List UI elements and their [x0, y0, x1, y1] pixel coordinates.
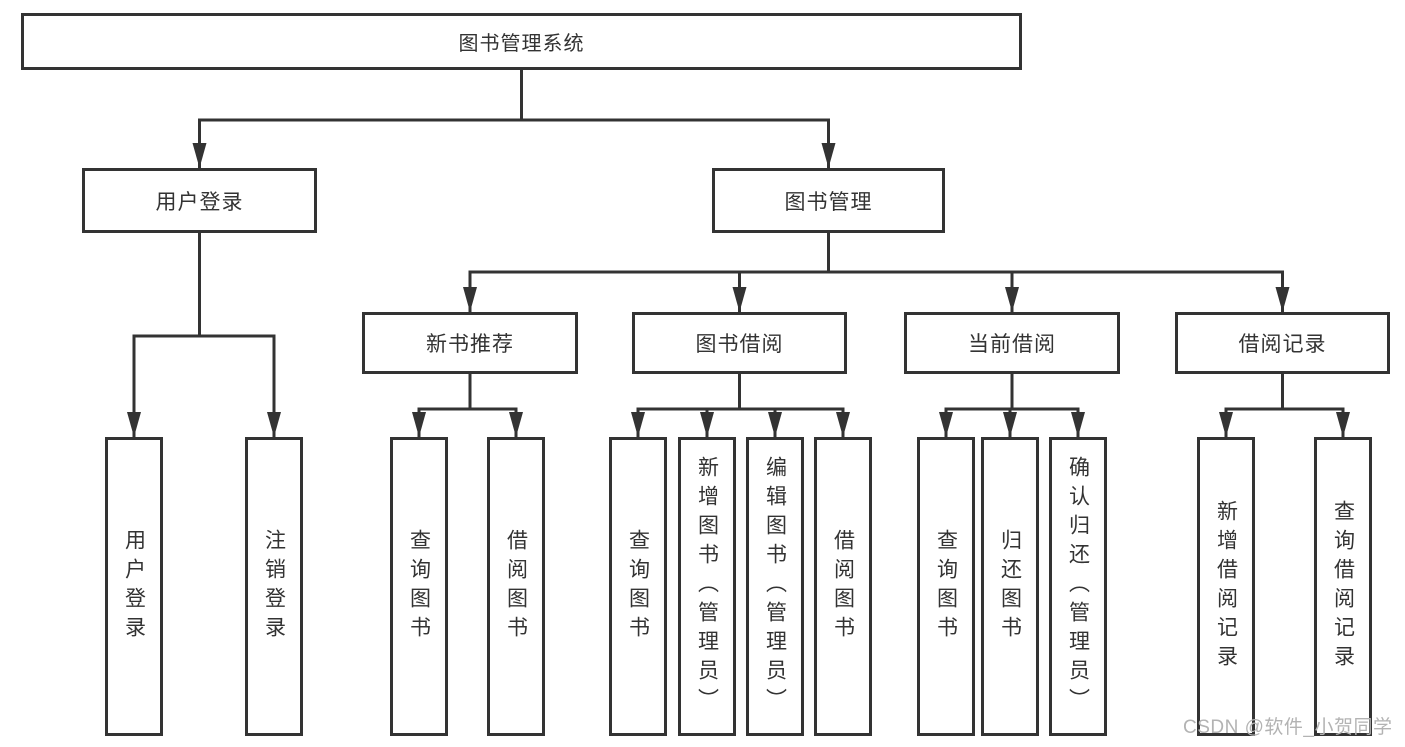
leaf-user-login: 用户登录	[105, 437, 163, 736]
connector-book-mgmt-children	[463, 231, 1290, 314]
connector-user-login-children	[127, 231, 281, 439]
leaf-edit-books-admin: 编辑图书（管理员）	[746, 437, 804, 736]
leaf-add-books-admin: 新增图书（管理员）	[678, 437, 736, 736]
leaf-query-books-current: 查询图书	[917, 437, 975, 736]
leaf-return-books: 归还图书	[981, 437, 1039, 736]
node-library-management-system: 图书管理系统	[21, 13, 1022, 70]
connector-new-book-rec-children	[412, 372, 523, 439]
node-label: 图书管理系统	[458, 33, 585, 55]
node-book-management: 图书管理	[712, 168, 945, 233]
leaf-label: 用户登录	[122, 528, 146, 645]
leaf-query-books-rec: 查询图书	[390, 437, 448, 736]
leaf-label: 查询图书	[407, 528, 431, 645]
leaf-borrow-books-rec: 借阅图书	[487, 437, 545, 736]
node-label: 新书推荐	[426, 333, 514, 356]
leaf-label: 确认归还（管理员）	[1066, 456, 1090, 717]
node-user-login: 用户登录	[82, 168, 317, 233]
leaf-label: 借阅图书	[831, 528, 855, 645]
leaf-label: 查询借阅记录	[1331, 499, 1355, 674]
leaf-logout: 注销登录	[245, 437, 303, 736]
leaf-label: 归还图书	[998, 528, 1022, 645]
connector-book-borrow-children	[631, 372, 850, 439]
leaf-label: 编辑图书（管理员）	[763, 456, 787, 717]
leaf-query-books-borrow: 查询图书	[609, 437, 667, 736]
leaf-label: 新增借阅记录	[1214, 499, 1238, 674]
connector-root-to-level2	[192, 68, 836, 170]
node-label: 当前借阅	[968, 333, 1056, 356]
leaf-confirm-return-admin: 确认归还（管理员）	[1049, 437, 1107, 736]
leaf-query-borrow-record: 查询借阅记录	[1314, 437, 1372, 736]
node-current-borrow: 当前借阅	[904, 312, 1120, 374]
leaf-label: 借阅图书	[504, 528, 528, 645]
node-new-book-recommend: 新书推荐	[362, 312, 578, 374]
connector-borrow-records-children	[1219, 372, 1350, 439]
leaf-label: 查询图书	[934, 528, 958, 645]
node-borrow-records: 借阅记录	[1175, 312, 1390, 374]
node-label: 用户登录	[155, 190, 244, 214]
leaf-label: 查询图书	[626, 528, 650, 645]
node-label: 图书管理	[784, 190, 873, 214]
leaf-borrow-books: 借阅图书	[814, 437, 872, 736]
csdn-watermark: CSDN @软件_小贺同学	[1183, 717, 1393, 738]
leaf-label: 新增图书（管理员）	[695, 456, 719, 717]
node-book-borrow: 图书借阅	[632, 312, 847, 374]
leaf-label: 注销登录	[262, 528, 286, 645]
leaf-add-borrow-record: 新增借阅记录	[1197, 437, 1255, 736]
node-label: 借阅记录	[1238, 333, 1327, 356]
node-label: 图书借阅	[695, 333, 784, 356]
connector-current-borrow-children	[939, 372, 1085, 439]
